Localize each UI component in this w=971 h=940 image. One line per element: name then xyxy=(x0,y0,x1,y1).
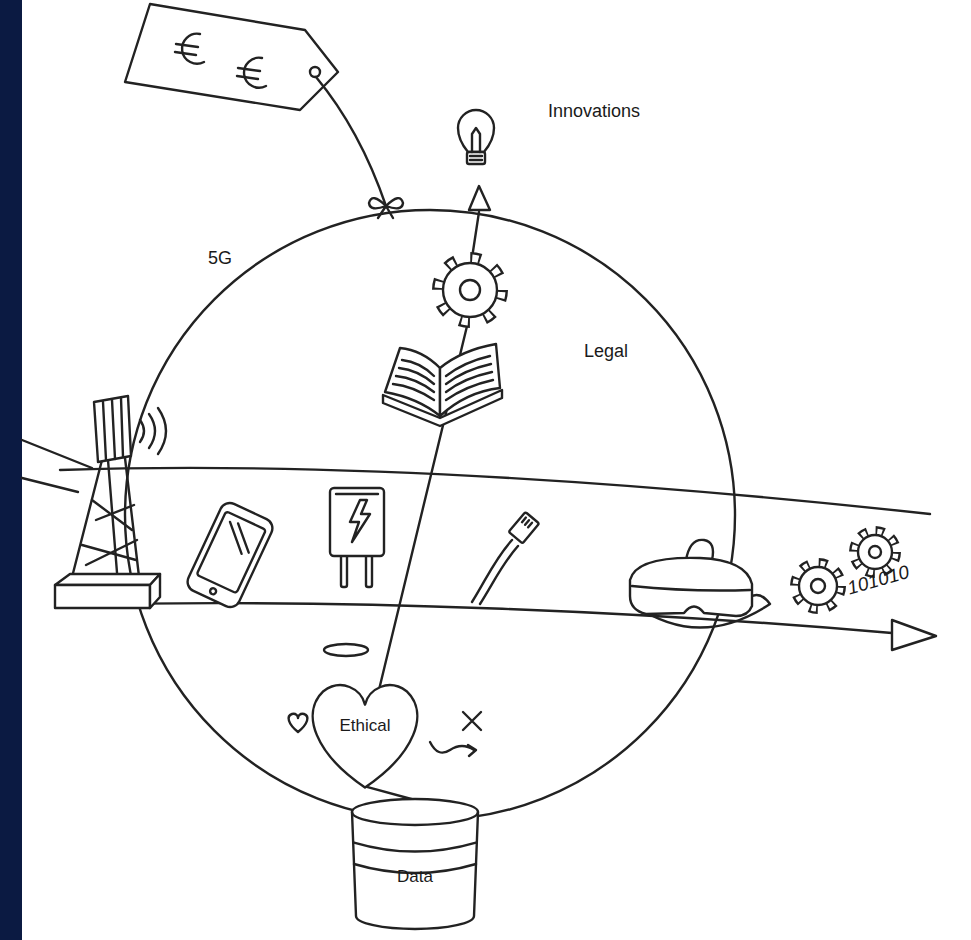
network-cable xyxy=(509,512,540,543)
cycle-circle xyxy=(125,210,735,820)
vr-headset xyxy=(630,540,770,628)
lightbulb-icon xyxy=(458,110,494,210)
technology-band xyxy=(60,468,930,514)
gear-pair-icon xyxy=(796,564,840,608)
network-cable xyxy=(472,512,539,604)
node-outline xyxy=(300,680,430,792)
network-cable xyxy=(509,512,540,543)
charger-icon xyxy=(366,553,372,587)
price-tag xyxy=(244,58,266,88)
node-outline xyxy=(350,797,480,931)
axis-line xyxy=(472,212,479,258)
data-cylinder: Data xyxy=(350,797,480,931)
antenna-tower xyxy=(150,574,160,608)
heart-outline xyxy=(313,685,418,787)
halo-ring xyxy=(324,644,368,656)
gear-pair-icon xyxy=(858,535,892,569)
lightbulb-icon xyxy=(469,186,490,210)
lightbulb-icon xyxy=(467,152,485,164)
antenna-tower xyxy=(22,396,166,608)
price-tag xyxy=(316,77,386,206)
axis-line xyxy=(362,212,479,760)
lightbulb-icon xyxy=(470,128,482,160)
lightbulb-icon xyxy=(458,110,494,152)
charger-icon xyxy=(330,488,384,587)
antenna-tower xyxy=(103,398,123,460)
charger-icon xyxy=(336,493,378,495)
node-text: Ethical xyxy=(339,716,390,736)
technology-band xyxy=(65,603,892,633)
phone-icon xyxy=(209,587,217,595)
small-heart xyxy=(289,714,308,732)
cycle-circle xyxy=(125,210,735,820)
cylinder-ring xyxy=(354,843,476,852)
charger-icon xyxy=(350,500,370,542)
halo-ring xyxy=(324,644,368,656)
gear-pair-icon xyxy=(796,564,840,608)
antenna-tower xyxy=(140,408,166,454)
technology-band xyxy=(892,620,936,650)
price-tag xyxy=(175,44,198,55)
antenna-tower xyxy=(22,440,92,492)
gear-icon xyxy=(439,259,501,321)
charger-icon xyxy=(341,553,347,587)
network-label: 5G xyxy=(208,248,232,270)
wavy-arrow xyxy=(430,742,476,756)
price-tag xyxy=(125,4,403,218)
phone-icon xyxy=(184,500,275,611)
gear-icon xyxy=(439,259,501,321)
node-text: Data xyxy=(397,867,433,887)
gear-pair-icon xyxy=(869,546,881,558)
cylinder-rim xyxy=(352,812,478,825)
vr-headset xyxy=(630,558,752,616)
price-tag xyxy=(310,67,320,77)
reject-cross xyxy=(463,712,481,730)
antenna-tower xyxy=(55,585,150,608)
gear-icon xyxy=(439,259,501,321)
gear-pair-icon xyxy=(811,579,825,593)
network-cable xyxy=(522,518,532,528)
charger-icon xyxy=(330,488,384,556)
ethics-heart: Ethical xyxy=(300,680,430,792)
price-tag xyxy=(237,68,260,79)
innovations-label: Innovations xyxy=(548,101,640,123)
antenna-tower xyxy=(94,396,131,462)
technology-band xyxy=(60,468,936,650)
phone-icon xyxy=(220,520,258,556)
price-tag xyxy=(369,198,403,218)
network-cable xyxy=(472,540,512,602)
price-tag xyxy=(182,34,204,64)
antenna-tower xyxy=(82,500,137,565)
antenna-tower xyxy=(70,458,140,585)
gear-icon xyxy=(460,280,480,300)
phone-icon xyxy=(197,511,266,593)
book-icon xyxy=(393,356,493,400)
gear-icon xyxy=(443,263,497,317)
small-heart xyxy=(289,714,308,732)
antenna-tower xyxy=(55,574,160,585)
side-strip xyxy=(0,0,22,940)
phone-icon xyxy=(184,500,275,611)
cylinder-body xyxy=(352,799,478,929)
wavy-arrow xyxy=(430,742,476,756)
gear-pair-icon xyxy=(799,567,837,605)
reject-cross xyxy=(463,712,481,730)
book-icon xyxy=(383,344,502,426)
vr-headset xyxy=(632,586,750,591)
network-cable xyxy=(480,546,518,604)
legal-label: Legal xyxy=(584,341,628,363)
price-tag xyxy=(125,4,338,110)
